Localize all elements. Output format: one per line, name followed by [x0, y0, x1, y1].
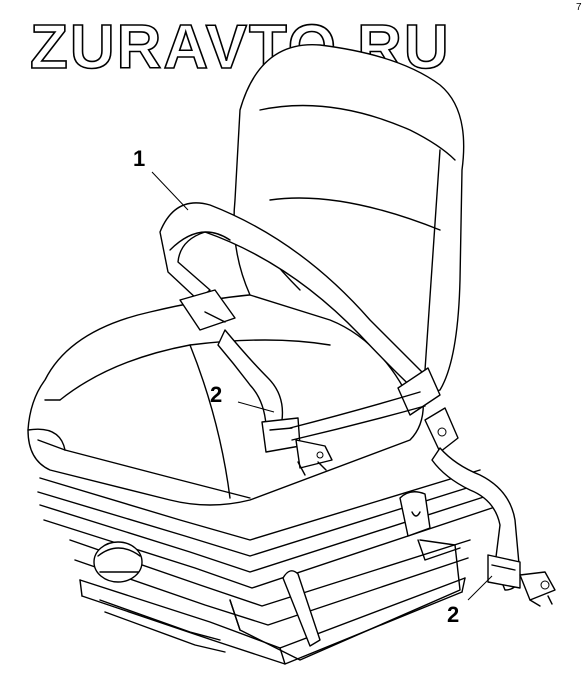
watermark: ZURAVTO.RU: [30, 13, 451, 82]
shoulder-belt: [159, 202, 521, 591]
lap-belt-left: [217, 329, 426, 476]
callout-2-right: 2: [447, 575, 493, 627]
seat-frame: [37, 469, 493, 665]
svg-text:2: 2: [447, 602, 459, 627]
seat-back: [233, 43, 465, 401]
callout-2-left: 2: [210, 382, 275, 413]
corner-mark: 7: [576, 2, 582, 13]
svg-text:2: 2: [210, 382, 222, 407]
svg-text:1: 1: [133, 146, 145, 171]
callout-1: 1: [133, 146, 189, 211]
lap-belt-right-anchor: [487, 554, 556, 607]
